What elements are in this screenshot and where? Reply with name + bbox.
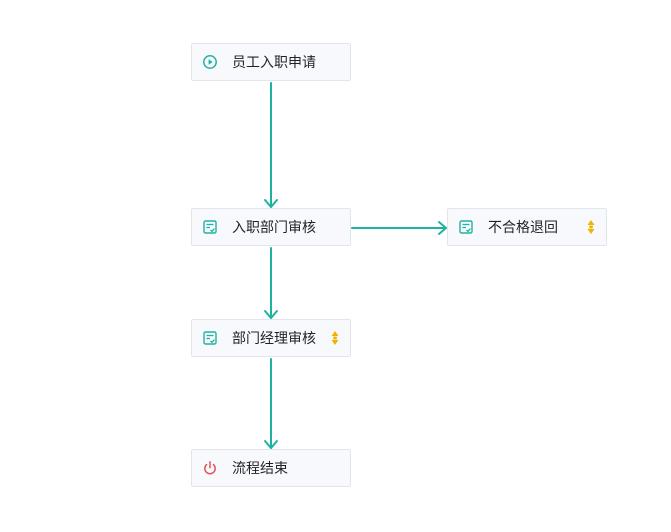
edge-dept-review-to-reject: [351, 221, 447, 235]
task-icon: [202, 330, 218, 346]
node-end[interactable]: 流程结束: [191, 449, 351, 487]
node-manager-review[interactable]: 部门经理审核: [191, 319, 351, 357]
node-start[interactable]: 员工入职申请: [191, 43, 351, 81]
node-label: 不合格退回: [488, 220, 558, 236]
node-label: 部门经理审核: [232, 331, 316, 347]
power-icon: [202, 460, 218, 476]
task-icon: [202, 219, 218, 235]
node-label: 流程结束: [232, 461, 288, 477]
edge-manager-review-to-end: [264, 358, 278, 449]
task-icon: [458, 219, 474, 235]
edge-dept-review-to-manager-review: [264, 247, 278, 319]
branch-marker-icon[interactable]: [330, 330, 340, 346]
edge-start-to-dept-review: [264, 82, 278, 208]
node-reject[interactable]: 不合格退回: [447, 208, 607, 246]
node-label: 入职部门审核: [232, 220, 316, 236]
node-dept-review[interactable]: 入职部门审核: [191, 208, 351, 246]
play-circle-icon: [202, 54, 218, 70]
node-label: 员工入职申请: [232, 55, 316, 71]
branch-marker-icon[interactable]: [586, 219, 596, 235]
